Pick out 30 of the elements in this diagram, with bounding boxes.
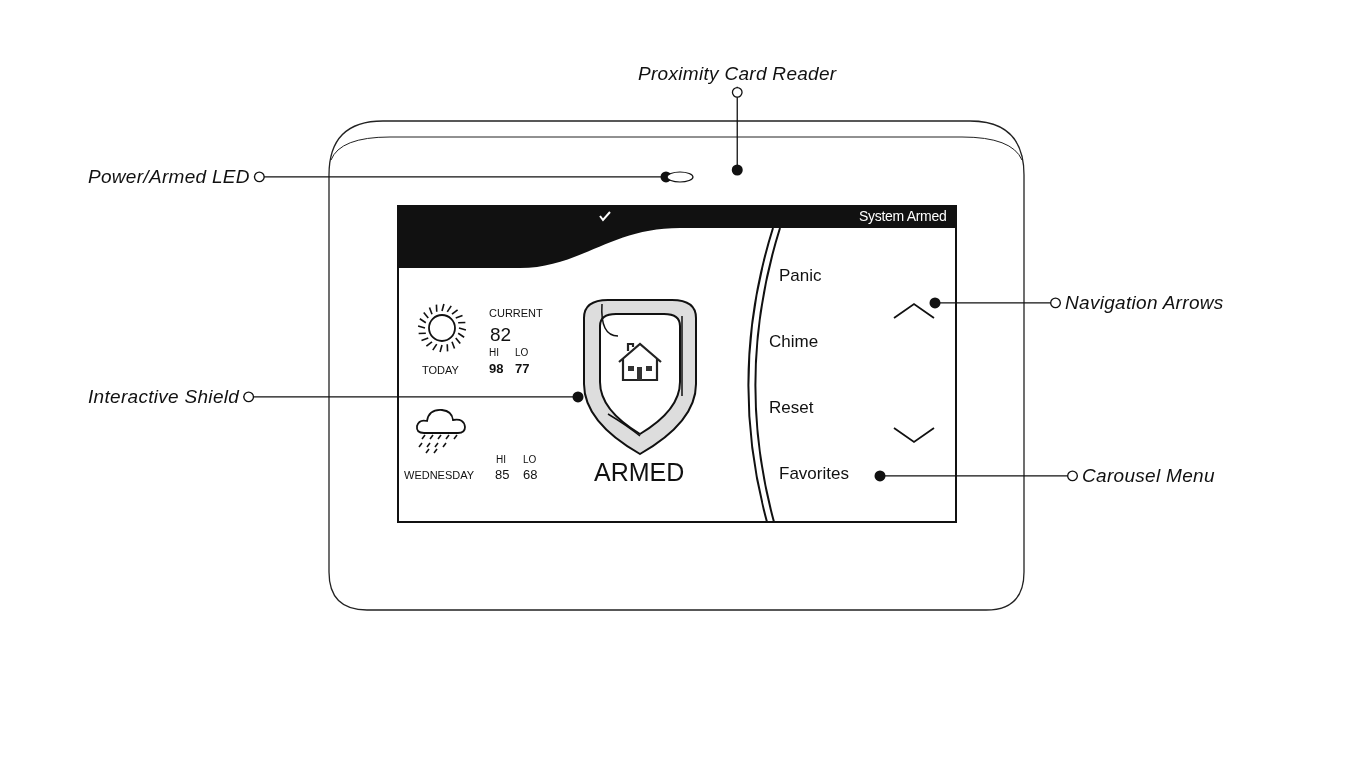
menu-item: Panic [779,266,822,286]
status-text: System Armed [859,208,947,225]
temperature-value: 68 [523,468,538,483]
weather-label: HI [489,347,499,359]
menu-item: Chime [769,332,819,352]
weather-label: LO [523,454,537,466]
temperature-value: 85 [495,468,510,483]
weather-label: LO [515,347,529,359]
led-indicator [666,171,694,183]
weather-label: HI [496,454,506,466]
temperature-value: 98 [489,362,504,377]
callout-label: Power/Armed LED [88,166,250,188]
callout-label: Proximity Card Reader [638,63,837,85]
leader-line [253,171,672,183]
callout-label: Carousel Menu [1082,465,1215,487]
temperature-value: 82 [490,324,512,346]
weather-label: CURRENT [489,307,543,320]
callout-label: Interactive Shield [88,386,240,408]
status-text: ARMED [594,458,685,487]
callout-label: Navigation Arrows [1065,292,1224,314]
day-label: WEDNESDAY [404,469,475,482]
temperature-value: 77 [515,362,530,377]
menu-item: Reset [769,398,814,418]
leader-line [929,297,1062,309]
leader-line [731,86,743,176]
menu-item: Favorites [779,464,849,484]
day-label: TODAY [422,364,459,377]
navigation-arrows-picture [893,300,935,446]
leader-line [874,470,1079,482]
leader-line [242,391,584,403]
